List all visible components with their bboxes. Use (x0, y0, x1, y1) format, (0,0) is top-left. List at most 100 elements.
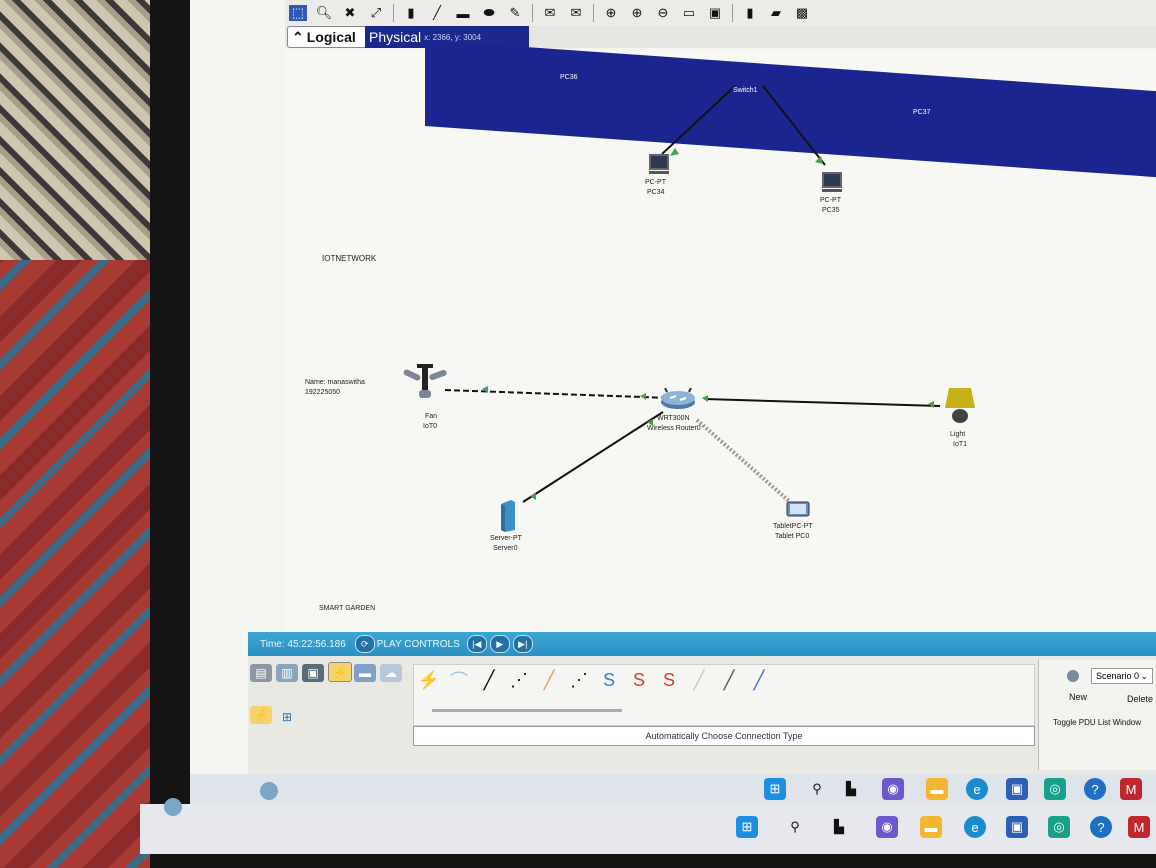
smart-garden-note[interactable]: SMART GARDEN (319, 605, 376, 612)
zoom-icon[interactable]: ⊕ (605, 5, 617, 20)
name-note-line2[interactable]: 192225050 (305, 389, 341, 396)
pc37-label: PC37 (913, 109, 931, 116)
pc-monitor-icon (822, 172, 842, 188)
auto-cable-icon[interactable]: ⚡ (417, 669, 441, 690)
link-switch-pc34[interactable] (661, 85, 736, 155)
connection-scrollbar[interactable] (432, 709, 622, 712)
link-router-light[interactable] (704, 398, 941, 407)
light-device[interactable] (943, 386, 977, 426)
serial-dte-icon[interactable]: S (662, 669, 675, 690)
link-endpoint-marker (670, 148, 679, 156)
server-device[interactable] (499, 500, 517, 532)
resize-icon[interactable]: ⤢ (370, 5, 382, 20)
iot-custom-cable-icon[interactable]: ╱ (723, 669, 735, 690)
file-explorer-icon[interactable]: ▬ (926, 778, 948, 800)
fiber-cable-icon[interactable]: ╱ (543, 669, 555, 690)
device-panel: ▤ ▥ ▣ ⚡ ▬ ☁ ⚡ ⊞ ⚡ ⌒ ╱ ⋰ ╱ ⋰ S S S ╱ ╱ ╱ … (248, 656, 1156, 774)
new-scenario-button[interactable]: New (1069, 692, 1088, 702)
octal-cable-icon[interactable]: ╱ (693, 669, 705, 690)
store-icon[interactable]: ▣ (1006, 778, 1028, 800)
link-endpoint-marker (482, 386, 488, 393)
link-fan-router[interactable] (444, 389, 671, 399)
edge-icon[interactable] (260, 782, 278, 800)
link-endpoint-marker (640, 393, 646, 400)
delete-icon[interactable]: ✖ (344, 5, 356, 20)
freeform-icon[interactable]: ✎ (509, 5, 521, 20)
phone-cable-icon[interactable]: ⋰ (570, 669, 588, 690)
usb-cable-icon[interactable]: ╱ (753, 669, 765, 690)
note-icon[interactable]: ▮ (407, 5, 415, 20)
pc36-label: PC36 (560, 74, 578, 81)
pc34-device[interactable] (649, 154, 669, 174)
pc-keyboard-icon (649, 171, 669, 174)
components-icon[interactable]: ▣ (302, 664, 324, 682)
fan-device[interactable] (403, 362, 447, 402)
line-icon[interactable]: ╱ (433, 5, 441, 20)
realtime-bar: Time: 45:22:56.186 ⟳ PLAY CONTROLS |◀ ▶ … (248, 632, 1156, 656)
pc35-device[interactable] (822, 172, 842, 192)
chat-icon[interactable]: ◉ (882, 778, 904, 800)
link-endpoint-marker (647, 419, 653, 426)
network-devices-icon[interactable]: ▤ (250, 664, 272, 682)
tablet-device[interactable] (785, 500, 813, 518)
link-router-tablet[interactable] (695, 418, 792, 504)
play-controls-label: PLAY CONTROLS (376, 638, 460, 650)
step-back-button[interactable]: |◀ (466, 635, 487, 653)
palette-icon[interactable]: ▮ (746, 5, 754, 20)
auto-connection-icon[interactable]: ⚡ (250, 706, 272, 724)
image-icon[interactable]: ▩ (795, 5, 809, 20)
delete-scenario-button[interactable]: Delete (1127, 694, 1154, 704)
step-forward-button[interactable]: ▶| (512, 635, 533, 653)
play-button[interactable]: ▶ (489, 635, 510, 653)
start-icon[interactable]: ⊞ (764, 778, 786, 800)
toggle-pdu-list-button[interactable]: Toggle PDU List Window (1053, 718, 1142, 727)
tab-physical[interactable]: Physical x: 2366, y: 3004 (365, 26, 529, 48)
scenario-select[interactable]: Scenario 0 ⌄ (1091, 668, 1153, 684)
crossover-cable-icon[interactable]: ⋰ (510, 669, 528, 690)
coaxial-cable-icon[interactable]: S (602, 669, 615, 690)
antivirus-icon[interactable]: M (1120, 778, 1142, 800)
connections-icon[interactable]: ⚡ (328, 662, 352, 682)
view-tabs: ⌃ Logical Physical x: 2366, y: 3004 (285, 26, 1156, 48)
light-name-label: IoT1 (953, 441, 968, 448)
connection-type-status: Automatically Choose Connection Type (413, 726, 1035, 746)
toolbar-separator (532, 4, 533, 22)
browser-icon[interactable]: e (966, 778, 988, 800)
router-name-label: Wireless Router0 (647, 425, 701, 432)
multiuser-icon[interactable]: ☁ (380, 664, 402, 682)
select-icon[interactable]: ⬚ (289, 5, 307, 21)
pc35-type-label: PC-PT (820, 197, 841, 204)
straight-cable-icon[interactable]: ╱ (483, 669, 495, 690)
task-view-icon[interactable]: ▙ (846, 781, 856, 796)
search-icon[interactable]: ⚲ (812, 781, 822, 796)
end-devices-icon[interactable]: ▥ (276, 664, 298, 682)
network-links (444, 85, 941, 504)
name-note-line1[interactable]: Name: manaswitha (305, 379, 365, 386)
search-icon[interactable]: 🔍︎ (315, 5, 333, 20)
zoom-out-icon[interactable]: ⊖ (657, 5, 669, 20)
serial-dce-icon[interactable]: S (632, 669, 645, 690)
custom-device-icon[interactable]: ▰ (771, 5, 781, 20)
zoom-in-icon[interactable]: ⊕ (631, 5, 643, 20)
rectangle-icon[interactable]: ▬ (456, 5, 470, 21)
app-icon[interactable]: ◎ (1044, 778, 1066, 800)
iot-network-note[interactable]: IOTNETWORK (322, 254, 377, 263)
fan-type-label: Fan (425, 413, 438, 420)
packet-tracer-icon[interactable]: ? (1084, 778, 1106, 800)
wireless-router-device[interactable] (659, 387, 697, 410)
fit-icon[interactable]: ▣ (708, 5, 722, 20)
logical-workspace[interactable]: Switch1 PC36 PC37 PC-PT PC34 PC-PT PC35 … (285, 40, 1156, 635)
link-router-server[interactable] (522, 411, 664, 503)
ellipse-icon[interactable]: ⬬ (483, 5, 495, 20)
link-switch-pc35[interactable] (762, 85, 826, 166)
simple-pdu-icon[interactable]: ✉ (544, 5, 556, 20)
scenario-info-icon[interactable] (1067, 670, 1079, 682)
chat-icon: ◉ (876, 816, 898, 838)
console-cable-icon[interactable]: ⌒ (450, 671, 468, 691)
power-cycle-button[interactable]: ⟳ (354, 635, 375, 653)
complex-pdu-icon[interactable]: ✉ (570, 5, 582, 20)
tab-logical[interactable]: ⌃ Logical (287, 26, 367, 48)
misc-icon[interactable]: ▬ (354, 664, 376, 682)
grid-icon[interactable]: ⊞ (281, 710, 293, 724)
window-icon[interactable]: ▭ (682, 5, 696, 20)
